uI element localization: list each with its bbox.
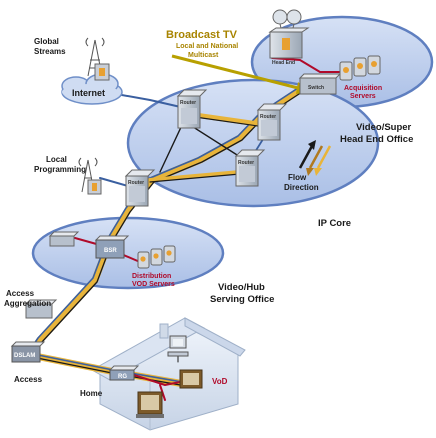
local-programming-label-2: Programming bbox=[34, 165, 86, 174]
access-aggregation-label-1: Access bbox=[6, 289, 35, 298]
residential-gateway bbox=[108, 365, 140, 381]
broadcast-tv-sub1: Local and National bbox=[176, 43, 238, 50]
local-programming-label-1: Local bbox=[46, 155, 67, 164]
home-tv-icon bbox=[136, 391, 164, 418]
dslam-label: DSLAM bbox=[14, 353, 35, 359]
video-hub-label-1: Video/Hub bbox=[218, 282, 265, 293]
router-label-bottom: Router bbox=[238, 160, 254, 166]
global-streams-label-1: Global bbox=[34, 37, 59, 46]
head-end-switch-label: Switch bbox=[308, 85, 324, 91]
acquisition-label-2: Servers bbox=[350, 93, 376, 100]
video-super-label-1: Video/Super bbox=[356, 122, 412, 133]
network-links bbox=[26, 29, 346, 401]
satellite-dish-icons bbox=[272, 9, 302, 33]
edge-router-left bbox=[124, 169, 156, 207]
head-end-box bbox=[268, 27, 310, 59]
head-end-switch bbox=[298, 73, 342, 95]
home-label: Home bbox=[80, 389, 103, 398]
hub-serving-office-zone bbox=[31, 216, 225, 290]
core-router-bottom bbox=[234, 149, 266, 187]
core-router-right bbox=[256, 103, 288, 141]
local-receiver-box bbox=[87, 179, 102, 195]
access-aggregation-label-2: Aggregation bbox=[4, 299, 51, 308]
global-receiver-box bbox=[94, 63, 110, 81]
vod-label: VoD bbox=[212, 377, 228, 386]
router-label-right: Router bbox=[260, 114, 276, 120]
home-pc-icon bbox=[167, 335, 189, 357]
router-label-top: Router bbox=[180, 100, 196, 106]
hub-local-box bbox=[48, 231, 80, 247]
vod-servers bbox=[137, 245, 176, 269]
distribution-label-2: VOD Servers bbox=[132, 281, 175, 288]
router-label-left: Router bbox=[128, 180, 144, 186]
global-streams-label-2: Streams bbox=[34, 47, 66, 56]
internet-label: Internet bbox=[72, 88, 105, 98]
distribution-label-1: Distribution bbox=[132, 273, 171, 280]
ip-core-label: IP Core bbox=[318, 218, 351, 229]
flow-label-1: Flow bbox=[288, 173, 307, 182]
broadcast-tv-sub2: Multicast bbox=[188, 52, 219, 59]
vod-tv-icon bbox=[179, 369, 203, 389]
bsr-label: BSR bbox=[104, 248, 117, 254]
dslam-device bbox=[10, 341, 46, 363]
video-hub-label-2: Serving Office bbox=[210, 294, 274, 305]
rg-label: RG bbox=[118, 374, 127, 380]
flow-direction-arrows bbox=[298, 140, 332, 176]
labels: Broadcast TV Local and National Multicas… bbox=[4, 29, 413, 398]
core-router-top bbox=[176, 89, 208, 129]
acquisition-label-1: Acquisition bbox=[344, 85, 382, 92]
head-end-box-label: Head End bbox=[272, 60, 295, 66]
broadcast-tv-title: Broadcast TV bbox=[166, 29, 238, 41]
acquisition-servers bbox=[339, 55, 381, 81]
aggregation-switch bbox=[24, 299, 58, 319]
bsr-device bbox=[94, 235, 130, 259]
flow-label-2: Direction bbox=[284, 183, 319, 192]
video-super-label-2: Head End Office bbox=[340, 134, 413, 145]
access-label: Access bbox=[14, 375, 43, 384]
